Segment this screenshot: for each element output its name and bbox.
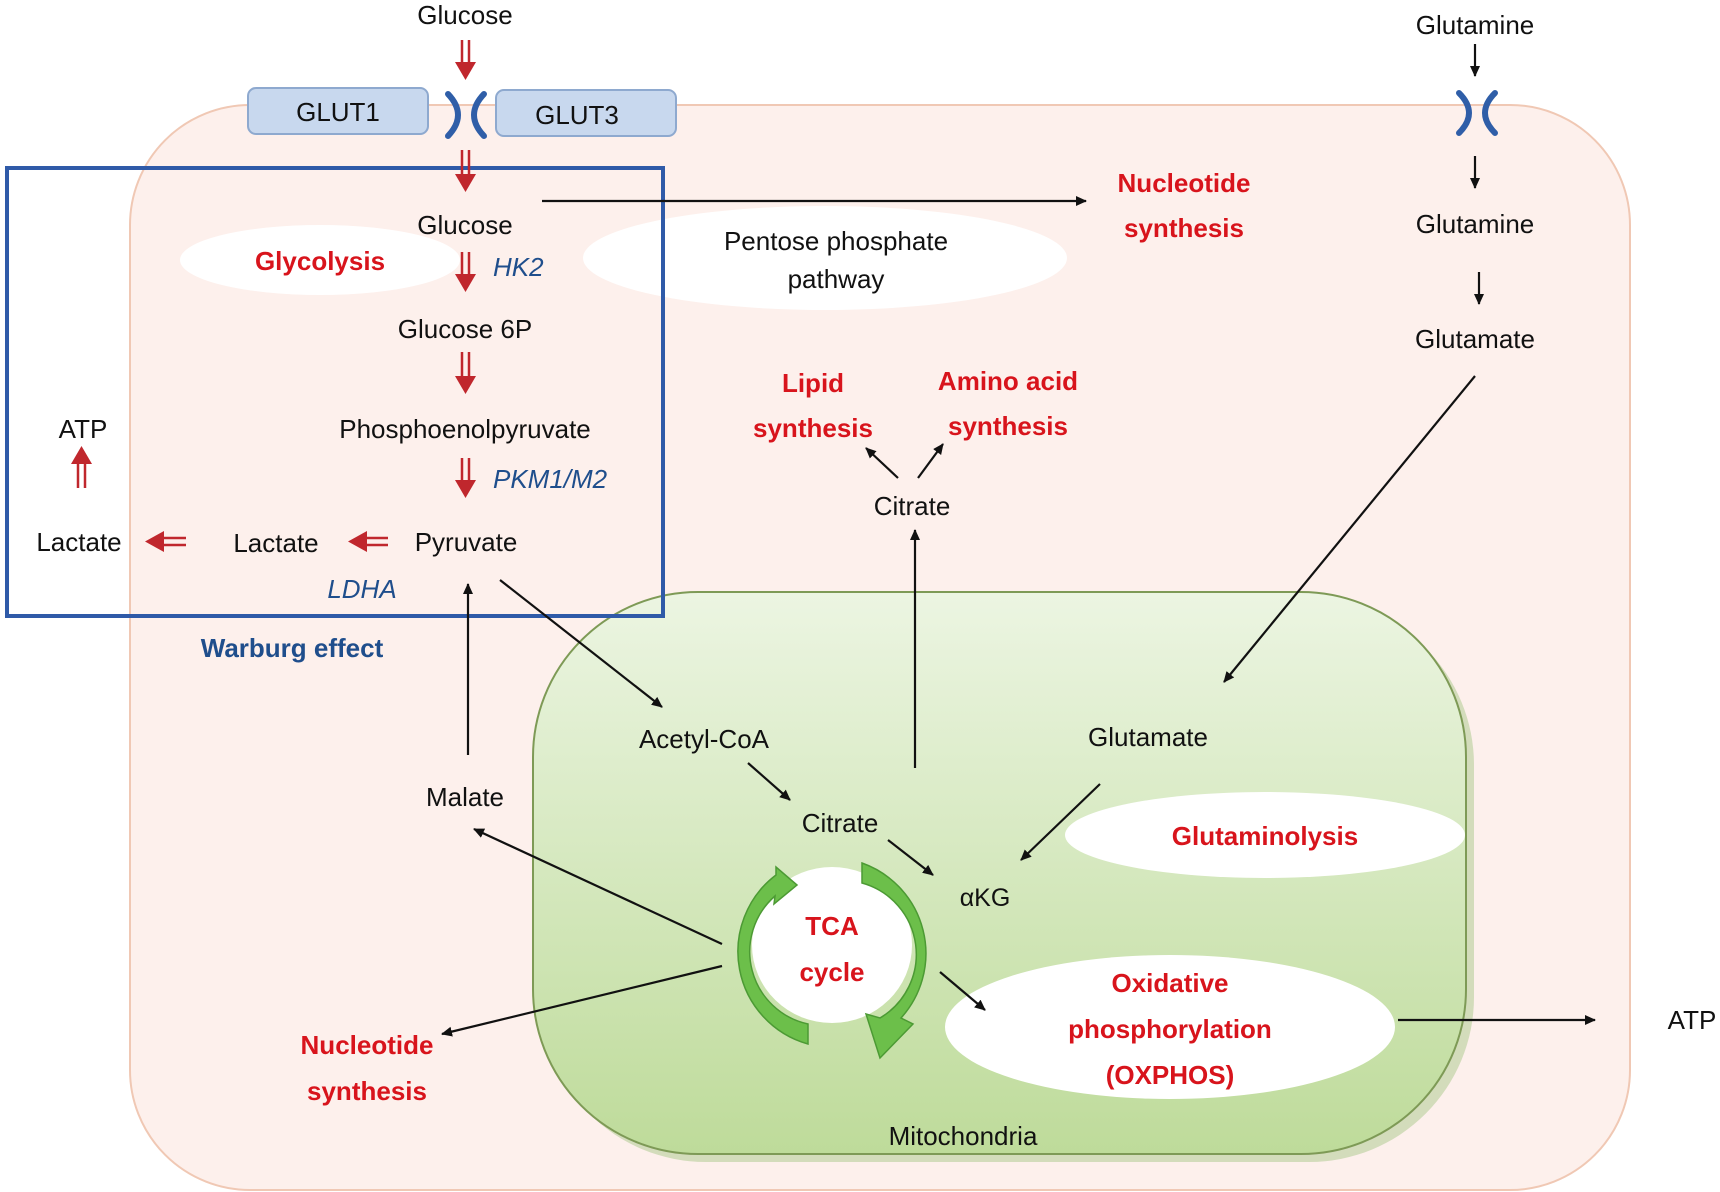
pkm-label: PKM1/M2 <box>493 464 608 494</box>
arrow-pkm <box>455 458 476 498</box>
pathway-arrows <box>441 44 1596 1037</box>
glycolysis-ellipse <box>180 225 460 295</box>
acetyl-coa-label: Acetyl-CoA <box>639 724 770 754</box>
arrow-g6p-pep <box>455 352 476 394</box>
glucose-outside-label: Glucose <box>417 0 512 30</box>
akg-label: αKG <box>960 884 1011 912</box>
arrow-citrate-amino <box>917 443 944 479</box>
citrate-cyto-label: Citrate <box>874 491 951 521</box>
tca-line1: TCA <box>805 911 859 941</box>
mitochondria-label: Mitochondria <box>889 1121 1038 1151</box>
lactate-outer-label: Lactate <box>36 527 121 557</box>
pyruvate-label: Pyruvate <box>415 527 518 557</box>
nucleotide-bottom-line2: synthesis <box>307 1076 427 1106</box>
arrow-pyruvate-lactate <box>348 531 388 552</box>
amino-line1: Amino acid <box>938 366 1078 396</box>
nucleotide-top-line1: Nucleotide <box>1118 168 1251 198</box>
tca-cycle-arrows <box>737 861 927 1060</box>
pentose-ellipse <box>583 206 1067 310</box>
tca-ellipse <box>752 867 912 1023</box>
citrate-mito-label: Citrate <box>802 808 879 838</box>
hk2-label: HK2 <box>493 252 544 282</box>
arrow-lactate-out <box>145 531 186 552</box>
glutamine-inside-label: Glutamine <box>1416 209 1535 239</box>
arrow-atp-up <box>71 446 92 488</box>
malate-label: Malate <box>426 782 504 812</box>
glutaminolysis-label: Glutaminolysis <box>1172 821 1358 851</box>
nucleotide-top-line2: synthesis <box>1124 213 1244 243</box>
glucose6p-label: Glucose 6P <box>398 314 532 344</box>
arrow-citrate-akg <box>887 839 934 876</box>
glutamate-cyto-label: Glutamate <box>1415 324 1535 354</box>
arrow-glutamate-mito <box>1223 375 1476 683</box>
tca-line2: cycle <box>799 957 864 987</box>
pentose-line1: Pentose phosphate <box>724 226 948 256</box>
atp-right-label: ATP <box>1668 1005 1717 1035</box>
arrow-glut-in <box>455 150 476 192</box>
arrow-tca-nucleotide <box>441 964 723 1037</box>
arrow-tca-oxphos <box>939 971 986 1011</box>
warburg-label: Warburg effect <box>201 633 384 663</box>
arrow-tca-malate <box>473 828 723 945</box>
glut3-label: GLUT3 <box>535 100 619 130</box>
lactate-inner-label: Lactate <box>233 528 318 558</box>
oxphos-line3: (OXPHOS) <box>1106 1060 1235 1090</box>
warburg-box <box>5 166 665 618</box>
glut1-transporter <box>247 87 429 135</box>
glut1-label: GLUT1 <box>296 97 380 127</box>
glycolysis-arrows <box>71 40 476 552</box>
glucose-channel <box>445 91 487 139</box>
glutamate-mito-label: Glutamate <box>1088 722 1208 752</box>
arrow-hk2 <box>455 252 476 292</box>
glut3-transporter <box>495 89 677 137</box>
lipid-line1: Lipid <box>782 368 844 398</box>
lipid-line2: synthesis <box>753 413 873 443</box>
arrow-pyruvate-acetylcoa <box>499 579 663 708</box>
oxphos-line2: phosphorylation <box>1068 1014 1272 1044</box>
nucleotide-bottom-line1: Nucleotide <box>301 1030 434 1060</box>
arrow-glucose-in <box>455 40 476 80</box>
glycolysis-label: Glycolysis <box>255 246 385 276</box>
glucose-inside-label: Glucose <box>417 210 512 240</box>
pentose-line2: pathway <box>788 264 885 294</box>
ldha-label: LDHA <box>327 574 396 604</box>
oxphos-ellipse <box>945 955 1395 1099</box>
oxphos-line1: Oxidative <box>1111 968 1228 998</box>
arrow-glutamate-akg <box>1020 783 1101 861</box>
atp-left-label: ATP <box>59 414 108 444</box>
glutamine-outside-label: Glutamine <box>1416 10 1535 40</box>
pep-label: Phosphoenolpyruvate <box>339 414 591 444</box>
labels: Glucose GLUT1 GLUT3 Glucose Glycolysis H… <box>36 0 1716 1151</box>
arrow-citrate-lipid <box>865 447 899 479</box>
amino-line2: synthesis <box>948 411 1068 441</box>
glutamine-channel <box>1456 90 1498 136</box>
glutaminolysis-ellipse <box>1065 792 1465 878</box>
arrow-acetylcoa-citrate <box>747 762 791 801</box>
